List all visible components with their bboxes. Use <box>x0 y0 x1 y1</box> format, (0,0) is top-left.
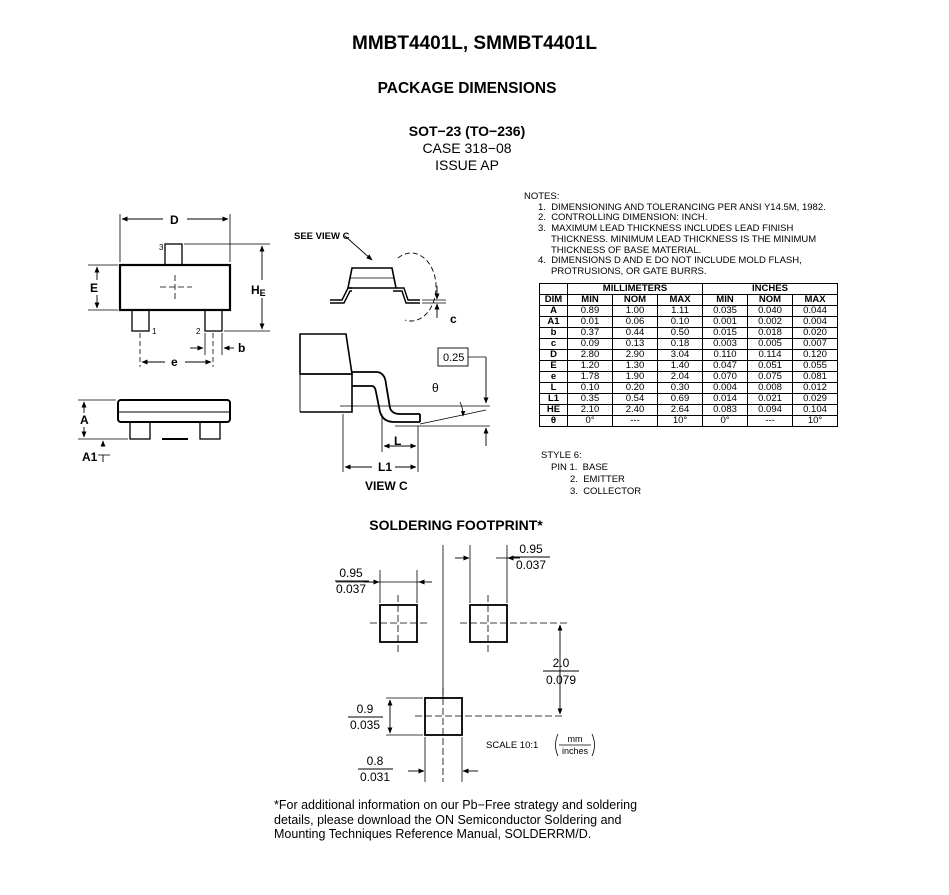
fp-dim-1-mm: 0.95 <box>339 566 363 580</box>
package-issue: ISSUE AP <box>435 157 499 173</box>
dim-label-D: D <box>170 213 179 227</box>
dim-label-A1: A1 <box>82 450 98 464</box>
package-name: SOT−23 (TO−236) <box>408 123 526 139</box>
style-heading: STYLE 6: <box>541 450 582 461</box>
fp-dim-4-mm: 0.9 <box>357 702 374 716</box>
fp-dim-3-in: 0.079 <box>546 673 576 687</box>
pin-2: 2. EMITTER <box>570 474 625 485</box>
page-title: MMBT4401L, SMMBT4401L <box>352 33 597 54</box>
see-view-label: SEE VIEW C <box>294 231 350 242</box>
note-1: 1. DIMENSIONING AND TOLERANCING PER ANSI… <box>538 201 826 213</box>
pin-number-2: 2 <box>196 327 201 336</box>
fp-dim-2-mm: 0.95 <box>519 542 543 556</box>
dim-label-L1: L1 <box>378 460 392 474</box>
note-4: 4. DIMENSIONS D AND E DO NOT INCLUDE MOL… <box>538 255 802 277</box>
package-case: CASE 318−08 <box>422 140 512 156</box>
notes-heading: NOTES: <box>524 191 560 202</box>
fp-dim-1-in: 0.037 <box>336 582 366 596</box>
note-2: 2. CONTROLLING DIMENSION: INCH. <box>538 212 708 224</box>
dim-label-A: A <box>80 413 89 427</box>
dim-label-L: L <box>394 434 401 448</box>
dim-label-b: b <box>238 341 245 355</box>
dim-label-c: c <box>450 312 457 326</box>
pin-3: 3. COLLECTOR <box>570 486 642 497</box>
fp-scale: SCALE 10:1 <box>486 740 538 751</box>
dimension-table: MILLIMETERS INCHES DIM MIN NOM MAX MIN N… <box>539 283 838 427</box>
value-cell: 10° <box>792 415 838 427</box>
fp-dim-3-mm: 2.0 <box>553 656 570 670</box>
gauge-label: 0.25 <box>443 352 464 364</box>
pin-number-3: 3 <box>159 243 164 252</box>
value-cell: 0° <box>567 415 613 427</box>
dim-label-E: E <box>90 281 98 295</box>
section-title: PACKAGE DIMENSIONS <box>377 80 557 97</box>
fp-dim-4-in: 0.035 <box>350 718 380 732</box>
fp-dim-2-in: 0.037 <box>516 558 546 572</box>
fp-dim-5-in: 0.031 <box>360 770 390 784</box>
dim-cell: θ <box>539 415 568 427</box>
notes-block: NOTES: 1. DIMENSIONING AND TOLERANCING P… <box>524 191 844 278</box>
theta-label: θ <box>432 381 439 395</box>
style-block: STYLE 6: PIN 1. BASE 2. EMITTER 3. COLLE… <box>541 450 641 498</box>
dim-label-HE: HE <box>251 283 266 298</box>
dim-label-e: e <box>171 355 178 369</box>
note-3: 3. MAXIMUM LEAD THICKNESS INCLUDES LEAD … <box>538 223 817 256</box>
pin-1: PIN 1. BASE <box>551 462 609 473</box>
fp-dim-5-mm: 0.8 <box>367 754 384 768</box>
pin-number-1: 1 <box>152 327 157 336</box>
footnote: *For additional information on our Pb−Fr… <box>274 798 638 841</box>
fp-unit-mm: mm <box>568 734 583 744</box>
fp-unit-inches: inches <box>562 746 589 756</box>
value-cell: 0° <box>702 415 748 427</box>
footprint-title: SOLDERING FOOTPRINT* <box>369 517 543 533</box>
view-c-label: VIEW C <box>365 479 408 493</box>
